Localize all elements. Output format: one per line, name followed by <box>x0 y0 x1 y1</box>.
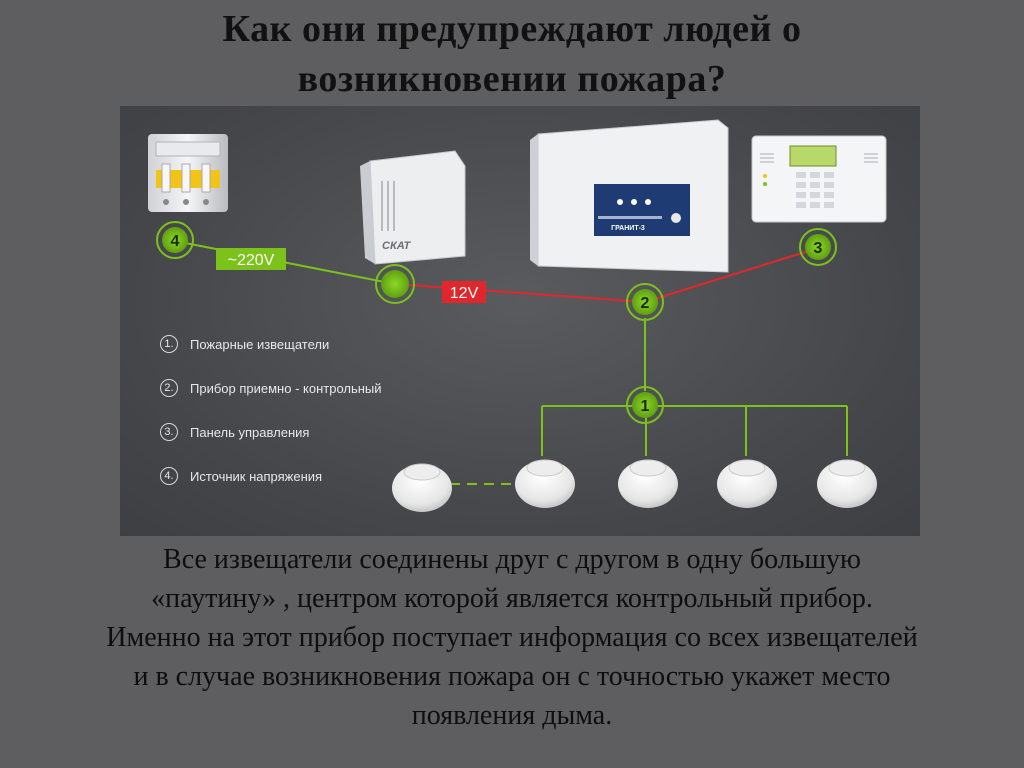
legend-number: 2. <box>160 379 178 397</box>
node-marker-psu <box>375 264 415 304</box>
legend-label: Панель управления <box>190 424 310 440</box>
legend-item: 3. Панель управления <box>160 422 382 442</box>
voltage-220v-badge: ~220V <box>216 248 286 270</box>
circuit-breaker <box>148 134 228 212</box>
caption-text: Все извещатели соединены друг с другом в… <box>0 540 1024 735</box>
wire-panel <box>644 247 819 303</box>
smoke-detector <box>817 459 877 508</box>
power-supply-box: СКАТ <box>360 150 466 265</box>
psu-brand-label: СКАТ <box>382 240 412 252</box>
svg-text:2: 2 <box>641 295 650 312</box>
caption-line: Именно на этот прибор поступает информац… <box>106 622 918 653</box>
legend-label: Источник напряжения <box>190 468 323 484</box>
caption-line: «паутину» , центром которой является кон… <box>151 583 873 614</box>
legend: 1. Пожарные извещатели 2. Прибор приемно… <box>160 334 382 510</box>
control-panel-device: ГРАНИТ-3 <box>530 119 729 273</box>
node-marker-4: 4 <box>156 221 194 259</box>
title-line-1: Как они предупреждают людей о <box>222 8 802 50</box>
svg-text:4: 4 <box>171 233 180 250</box>
wire-12v <box>394 283 646 303</box>
legend-number: 1. <box>160 335 178 353</box>
slide-title: Как они предупреждают людей о возникнове… <box>0 4 1024 104</box>
smoke-detector <box>392 463 452 512</box>
legend-item: 2. Прибор приемно - контрольный <box>160 378 382 398</box>
caption-line: появления дыма. <box>411 700 613 731</box>
title-line-2: возникновении пожара? <box>297 58 727 100</box>
svg-text:12V: 12V <box>450 285 479 302</box>
legend-item: 4. Источник напряжения <box>160 466 382 486</box>
legend-label: Пожарные извещатели <box>190 336 330 352</box>
legend-number: 3. <box>160 423 178 441</box>
smoke-detector <box>717 459 777 508</box>
diagram-svg: СКАТ ГРАНИТ-3 <box>148 119 887 512</box>
caption-line: Все извещатели соединены друг с другом в… <box>163 544 861 575</box>
svg-text:1: 1 <box>641 398 650 415</box>
panel-name-label: ГРАНИТ-3 <box>611 225 645 232</box>
node-marker-3: 3 <box>799 228 837 266</box>
caption-line: и в случае возникновения пожара он с точ… <box>133 661 891 692</box>
legend-item: 1. Пожарные извещатели <box>160 334 382 354</box>
svg-text:3: 3 <box>814 240 823 257</box>
node-marker-1: 1 <box>626 386 664 424</box>
keypad-device <box>751 135 887 223</box>
fire-alarm-diagram: СКАТ ГРАНИТ-3 <box>120 106 920 536</box>
svg-text:~220V: ~220V <box>228 252 275 269</box>
legend-label: Прибор приемно - контрольный <box>190 380 382 396</box>
wires <box>174 240 848 485</box>
smoke-detector <box>618 459 678 508</box>
smoke-detector <box>515 459 575 508</box>
voltage-12v-badge: 12V <box>442 281 486 303</box>
node-marker-2: 2 <box>626 283 664 321</box>
legend-number: 4. <box>160 467 178 485</box>
